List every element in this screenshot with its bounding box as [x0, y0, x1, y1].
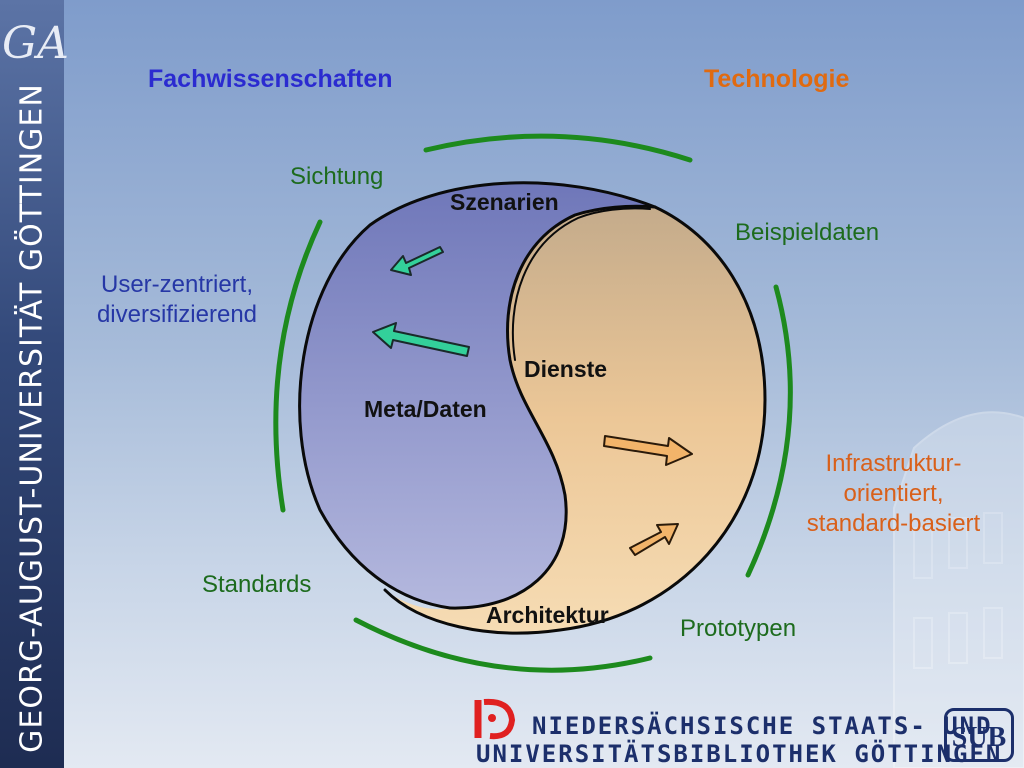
label-infrastruktur: Infrastruktur- orientiert, standard-basi… — [786, 449, 1001, 539]
label-meta-daten: Meta/Daten — [364, 396, 487, 422]
orange-arrow-2 — [629, 523, 679, 556]
label-infrastruktur-line3: standard-basiert — [806, 510, 981, 537]
footer-library-line1: NIEDERSÄCHSISCHE STAATS- UND — [532, 712, 993, 740]
label-sichtung: Sichtung — [290, 163, 384, 190]
label-standards: Standards — [202, 571, 312, 598]
library-logo-icon — [474, 698, 516, 740]
label-architektur: Architektur — [486, 602, 609, 628]
label-prototypen: Prototypen — [680, 615, 797, 642]
label-infrastruktur-line1: Infrastruktur- — [825, 450, 962, 477]
teal-arrow-1 — [390, 246, 444, 276]
label-infrastruktur-line2: orientiert, — [843, 480, 944, 507]
header-fachwissenschaften: Fachwissenschaften — [148, 65, 393, 93]
arc-bottom — [353, 617, 653, 673]
teal-arrow-2 — [372, 322, 470, 357]
label-user-zentriert: User-zentriert, diversifizierend — [82, 270, 272, 330]
label-szenarien: Szenarien — [450, 189, 559, 215]
arc-top — [423, 133, 693, 163]
arc-left — [273, 219, 323, 513]
label-user-zentriert-line1: User-zentriert, — [100, 271, 254, 298]
header-technologie: Technologie — [704, 65, 850, 93]
orange-arrow-1 — [603, 435, 693, 466]
sub-logo-icon: SUB — [944, 708, 1014, 762]
label-user-zentriert-line2: diversifizierend — [96, 301, 258, 328]
GA-monogram-icon: GA — [2, 18, 69, 69]
label-beispieldaten: Beispieldaten — [735, 219, 880, 246]
footer-library-line2: UNIVERSITÄTSBIBLIOTHEK GÖTTINGEN — [476, 740, 1003, 768]
label-dienste: Dienste — [524, 356, 608, 382]
meta-daten-region — [299, 182, 655, 609]
building-watermark-icon — [893, 411, 1024, 768]
arc-right — [745, 284, 793, 578]
university-sidebar: GA GEORG-AUGUST-UNIVERSITÄT GÖTTINGEN — [0, 0, 69, 768]
